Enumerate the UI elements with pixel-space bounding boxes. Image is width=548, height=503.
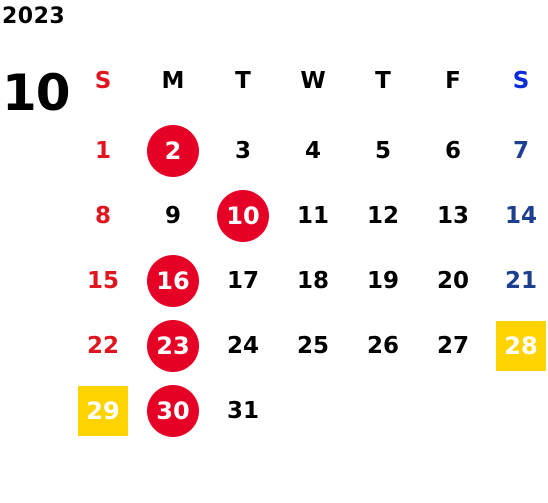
calendar-day: 5 xyxy=(374,137,391,164)
weekday-header: T xyxy=(235,67,251,94)
calendar-day: 26 xyxy=(366,332,399,359)
calendar-month: 10 xyxy=(2,64,71,122)
calendar-day: 17 xyxy=(226,267,259,294)
calendar-day: 18 xyxy=(296,267,329,294)
calendar-day: 15 xyxy=(86,267,119,294)
calendar-day: 9 xyxy=(164,202,181,229)
calendar-day: 8 xyxy=(94,202,111,229)
weekday-header: S xyxy=(512,67,530,94)
weekday-header: T xyxy=(375,67,391,94)
calendar-day: 13 xyxy=(436,202,469,229)
calendar-day-marked-circle: 2 xyxy=(147,125,199,177)
calendar-day-marked-circle: 16 xyxy=(147,255,199,307)
calendar-day: 4 xyxy=(304,137,321,164)
calendar-day: 21 xyxy=(504,267,537,294)
calendar-day: 3 xyxy=(234,137,251,164)
calendar-day: 20 xyxy=(436,267,469,294)
calendar-day: 27 xyxy=(436,332,469,359)
calendar-day: 19 xyxy=(366,267,399,294)
calendar-day-marked-square: 28 xyxy=(496,321,546,371)
calendar-day: 6 xyxy=(444,137,461,164)
calendar-year: 2023 xyxy=(2,4,66,29)
calendar-day: 31 xyxy=(226,397,259,424)
calendar-day: 7 xyxy=(512,137,529,164)
calendar-day: 22 xyxy=(86,332,119,359)
weekday-header: M xyxy=(161,67,185,94)
calendar-day: 12 xyxy=(366,202,399,229)
calendar-day-marked-square: 29 xyxy=(78,386,128,436)
calendar-day: 14 xyxy=(504,202,537,229)
calendar-day-marked-circle: 10 xyxy=(217,190,269,242)
calendar-day-marked-circle: 23 xyxy=(147,320,199,372)
calendar-day-marked-circle: 30 xyxy=(147,385,199,437)
weekday-header: S xyxy=(94,67,112,94)
calendar-day: 11 xyxy=(296,202,329,229)
weekday-header: F xyxy=(445,67,461,94)
calendar-day: 24 xyxy=(226,332,259,359)
calendar-day: 1 xyxy=(94,137,111,164)
weekday-header: W xyxy=(300,67,326,94)
calendar-day: 25 xyxy=(296,332,329,359)
